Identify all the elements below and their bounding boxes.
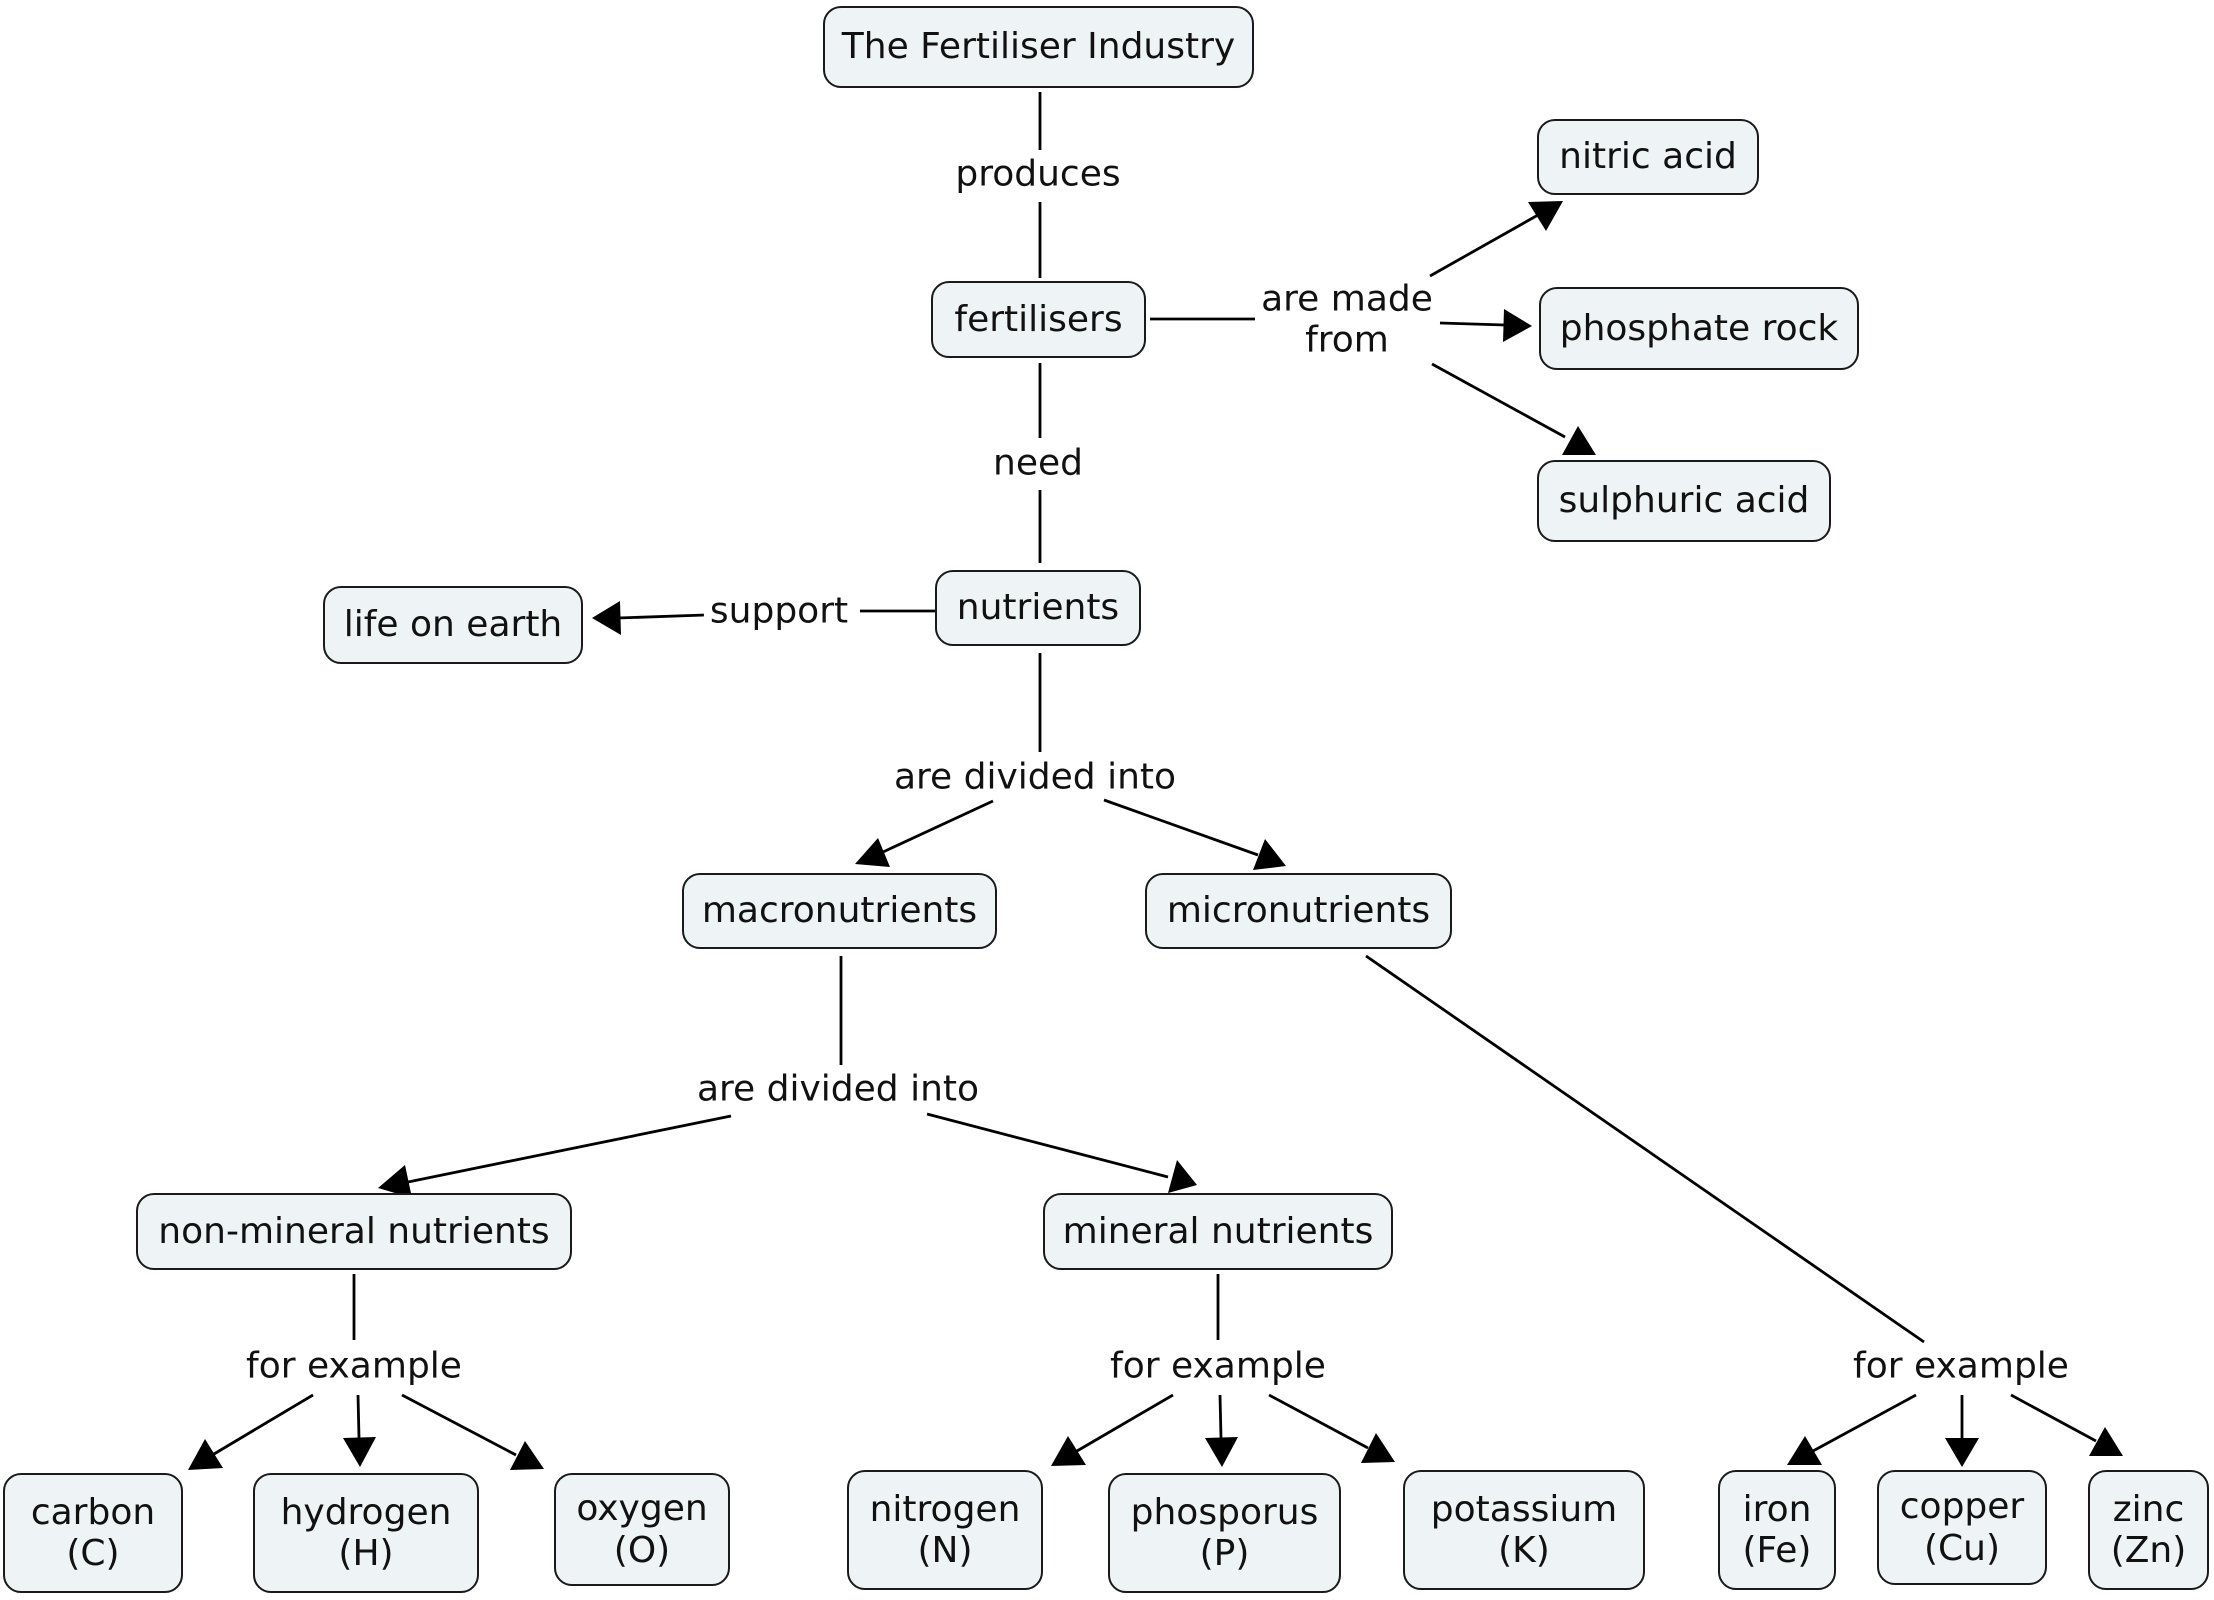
node-carbon[interactable]: carbon (C) xyxy=(3,1473,183,1593)
connector-line xyxy=(213,1393,314,1456)
node-macronutrients[interactable]: macronutrients xyxy=(682,873,997,949)
arrowhead xyxy=(378,1165,412,1198)
arrowhead xyxy=(1253,839,1286,870)
link-produces: produces xyxy=(949,153,1127,195)
link-need: need xyxy=(987,442,1089,484)
connector-line xyxy=(1365,954,1925,1344)
arrowhead xyxy=(1051,1436,1086,1466)
node-phosporus[interactable]: phosporus (P) xyxy=(1108,1473,1341,1593)
node-nitrogen[interactable]: nitrogen (N) xyxy=(847,1470,1043,1590)
link-are-made-from: are made from xyxy=(1255,278,1439,362)
arrowhead xyxy=(510,1441,544,1470)
node-sulphuric-acid[interactable]: sulphuric acid xyxy=(1537,460,1831,542)
arrowhead xyxy=(188,1439,223,1470)
link-for-example-micronutrients: for example xyxy=(1847,1345,2075,1387)
node-copper[interactable]: copper (Cu) xyxy=(1877,1470,2047,1585)
arrowhead xyxy=(1562,426,1596,455)
connector-line xyxy=(1439,321,1506,327)
node-fertilisers[interactable]: fertilisers xyxy=(931,281,1146,358)
node-iron[interactable]: iron (Fe) xyxy=(1718,1470,1836,1590)
node-potassium[interactable]: potassium (K) xyxy=(1403,1470,1645,1590)
node-non-mineral-nutrients[interactable]: non-mineral nutrients xyxy=(136,1193,572,1270)
arrowhead xyxy=(592,601,621,635)
arrowhead xyxy=(2089,1427,2123,1456)
node-zinc[interactable]: zinc (Zn) xyxy=(2088,1470,2209,1590)
node-nitric-acid[interactable]: nitric acid xyxy=(1537,119,1759,195)
connector-line xyxy=(1812,1393,1917,1453)
arrowhead xyxy=(1503,309,1532,342)
node-fertiliser-industry[interactable]: The Fertiliser Industry xyxy=(823,6,1254,88)
node-nutrients[interactable]: nutrients xyxy=(935,570,1141,646)
connector-line xyxy=(2010,1393,2097,1443)
link-support: support xyxy=(703,590,855,632)
arrowhead xyxy=(855,838,890,867)
connector-line xyxy=(882,799,994,854)
link-for-example-non-mineral: for example xyxy=(240,1345,468,1387)
arrowhead xyxy=(343,1437,376,1467)
arrowhead xyxy=(1787,1436,1822,1465)
connector-line xyxy=(1268,1393,1369,1450)
connector-line xyxy=(1218,1394,1223,1439)
node-oxygen[interactable]: oxygen (O) xyxy=(554,1473,730,1586)
link-are-divided-into-nutrients: are divided into xyxy=(887,756,1183,798)
arrowhead xyxy=(1945,1438,1979,1467)
node-mineral-nutrients[interactable]: mineral nutrients xyxy=(1043,1193,1393,1270)
node-hydrogen[interactable]: hydrogen (H) xyxy=(253,1473,479,1593)
arrowhead xyxy=(1168,1160,1197,1193)
arrowhead xyxy=(1205,1437,1238,1467)
connector-line xyxy=(401,1393,517,1457)
connector-line xyxy=(617,613,706,620)
link-for-example-mineral: for example xyxy=(1104,1345,1332,1387)
connector-line xyxy=(926,1112,1169,1179)
node-phosphate-rock[interactable]: phosphate rock xyxy=(1539,287,1859,370)
node-life-on-earth[interactable]: life on earth xyxy=(323,586,583,664)
link-are-divided-into-macronutrients: are divided into xyxy=(690,1068,986,1110)
connector-line xyxy=(1103,798,1259,857)
node-micronutrients[interactable]: micronutrients xyxy=(1145,873,1452,949)
connector-line xyxy=(1429,213,1539,278)
arrowhead xyxy=(1361,1433,1395,1463)
connector-line xyxy=(407,1114,732,1184)
connector-line xyxy=(1076,1393,1174,1453)
connector-line xyxy=(1431,362,1566,439)
connector-line xyxy=(356,1394,361,1439)
arrowhead xyxy=(1528,201,1563,231)
